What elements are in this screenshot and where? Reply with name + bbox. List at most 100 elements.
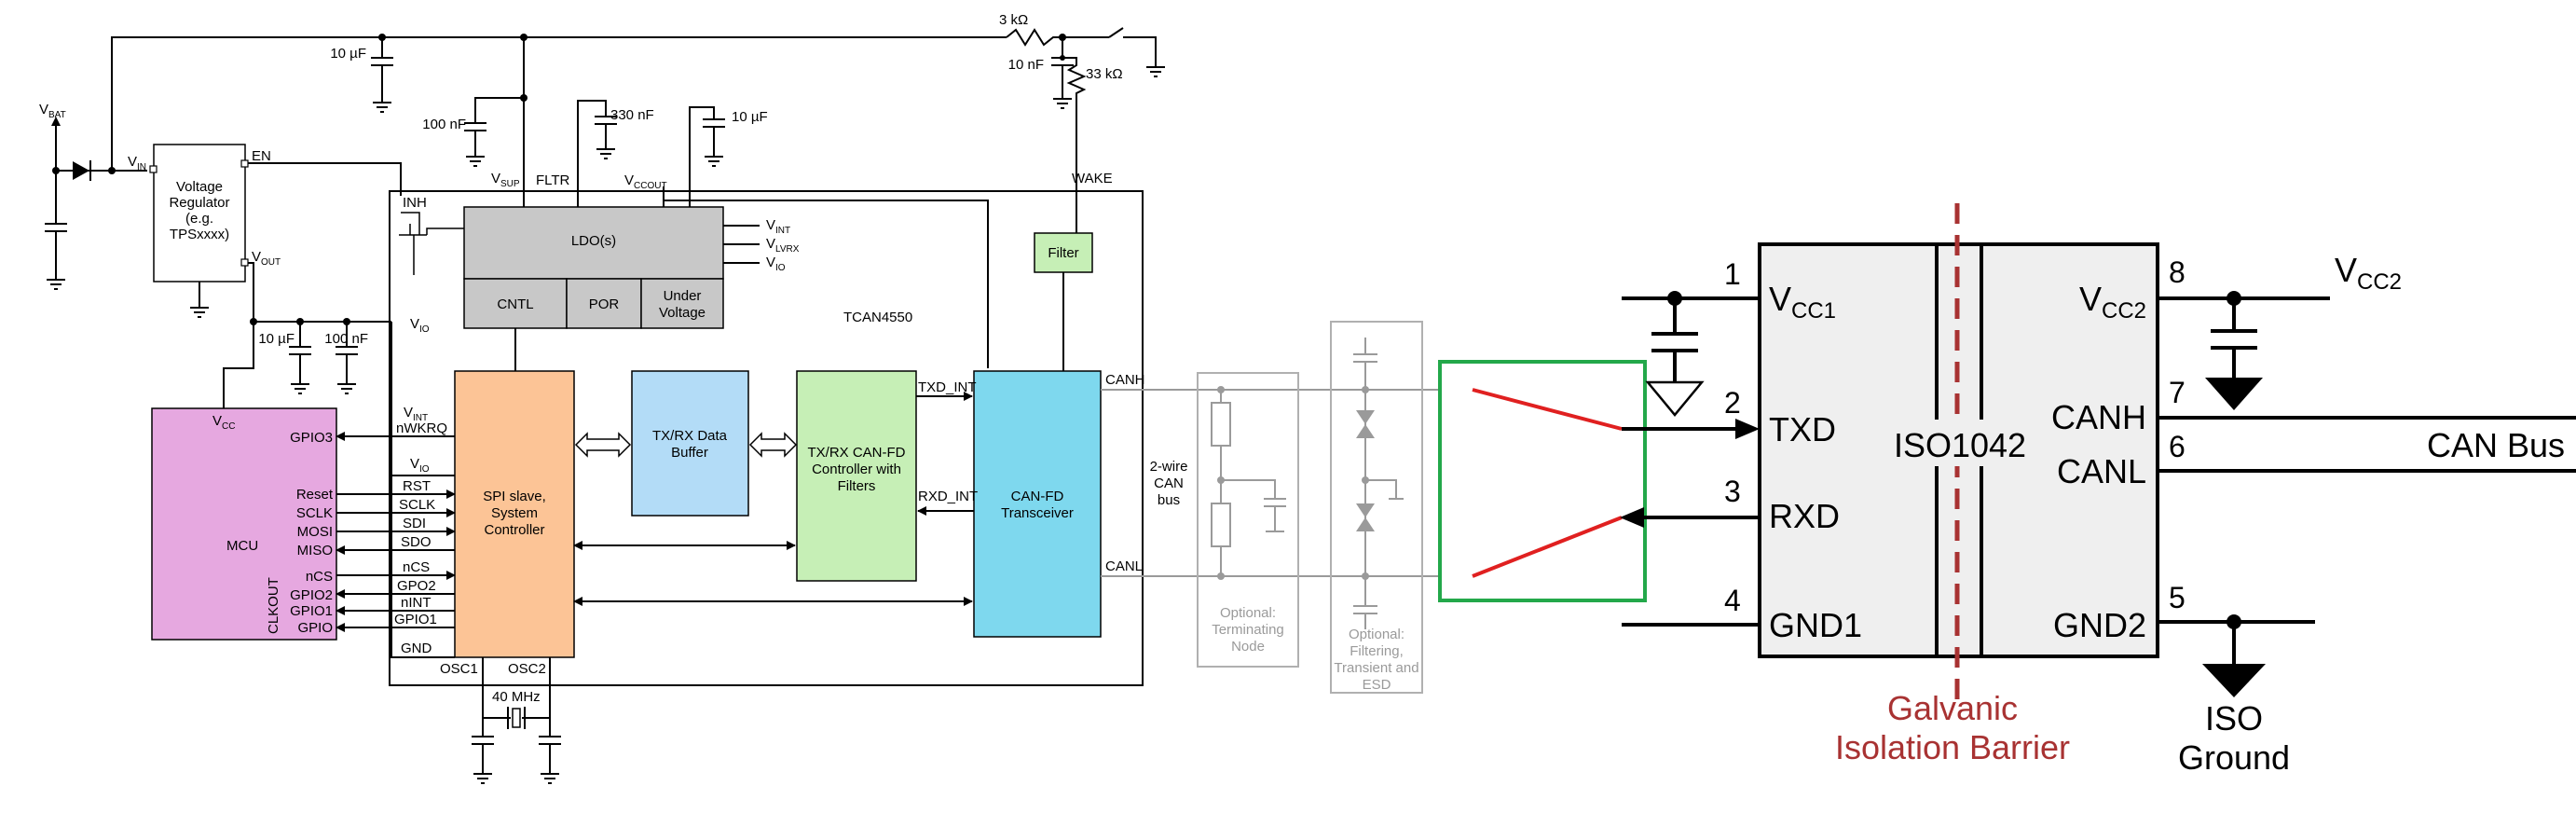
buffer-line-1: TX/RX Data: [652, 428, 728, 444]
pin6-number: 6: [2169, 430, 2185, 463]
osc-cap-2-icon: [539, 718, 561, 784]
vout-rail: [248, 262, 391, 323]
ldo-out-vlvrx: VLVRX: [766, 236, 800, 255]
filtering-node-network: [1353, 338, 1404, 629]
bus-line-1: 2-wire: [1150, 459, 1188, 475]
vccout-label: VCCOUT: [624, 172, 667, 191]
vcc2-ext-label: VCC2: [2335, 251, 2402, 295]
regulator-line-3: (e.g.: [185, 211, 213, 227]
barrier-line-2: Isolation Barrier: [1835, 728, 2070, 766]
spi-sclk-label: SCLK: [399, 497, 435, 513]
spi-sdo-label: SDO: [401, 534, 432, 550]
ldo-out-vint: VINT: [766, 217, 790, 236]
under-voltage-block: [640, 278, 724, 329]
iso1042-label: ISO1042: [1894, 426, 2026, 464]
en-pin: [240, 159, 249, 168]
vin-pin: [149, 165, 158, 173]
mcu-pin-ncs: nCS: [306, 569, 333, 585]
rxd-arrow-icon: [1620, 507, 1644, 528]
crystal-wires: [482, 657, 551, 719]
filter-wires: [1062, 191, 1077, 371]
osc1-label: OSC1: [440, 661, 478, 677]
controller-line-2: Controller with: [812, 462, 901, 477]
resistor-r2-icon: [1062, 57, 1087, 191]
rxd-int-label: RXD_INT: [918, 489, 978, 504]
mcu-pin-gpio3: GPIO3: [290, 430, 333, 446]
wake-switch-icon: [1108, 27, 1165, 77]
canh-label: CANH: [1105, 372, 1145, 388]
gnd2-label: GND2: [2053, 606, 2146, 644]
spi-line-2: System: [491, 505, 538, 521]
mcu-block: [151, 407, 337, 641]
ldo-output-wires: [723, 225, 760, 264]
regulator-ground-icon: [190, 282, 209, 318]
vout-label: VOUT: [252, 249, 281, 268]
osc2-label: OSC2: [508, 661, 546, 677]
vcc2-cap-icon: [2211, 298, 2257, 378]
canh-pin-label: CANH: [2051, 398, 2146, 436]
vbat-arrow: [51, 117, 61, 126]
terminating-node-box: [1197, 372, 1299, 668]
inh-label: INH: [403, 195, 427, 211]
cap-c5-label: 10 µF: [258, 331, 295, 347]
regulator-line-4: TPSxxxx): [170, 227, 229, 242]
wake-filter-block: [1034, 232, 1093, 273]
rxd-red-line: [1472, 516, 1623, 578]
cap-c1-icon: [371, 37, 393, 113]
vsup-label: VSUP: [491, 171, 520, 189]
pin2-number: 2: [1724, 386, 1741, 420]
crystal-label: 40 MHz: [492, 689, 541, 705]
inh-transistor-icon: [399, 212, 464, 275]
mcu-label: MCU: [226, 538, 258, 554]
ldo-out-vio: VIO: [766, 255, 786, 273]
bus-line-3: bus: [1158, 492, 1180, 508]
mcu-vcc-wire: [223, 322, 254, 408]
spi-nwkrq-label: nWKRQ: [396, 420, 447, 436]
vbat-node-2: [108, 167, 116, 174]
mcu-pin-sclk: SCLK: [296, 505, 333, 521]
cap-c5-icon: [289, 322, 311, 394]
iso-ground-icon: [2202, 664, 2266, 697]
vout-pin: [240, 258, 249, 267]
rxd-label: RXD: [1769, 497, 1840, 535]
highlight-box: [1438, 360, 1647, 602]
filtering-node-box: [1330, 321, 1423, 694]
mcu-pin-miso: MISO: [297, 543, 333, 558]
iso-ground-line-1: ISO: [2205, 699, 2263, 737]
wake-label: WAKE: [1072, 171, 1113, 186]
cap-c7-icon: [1051, 37, 1074, 109]
osc-cap-1-icon: [472, 718, 494, 784]
regulator-line-1: Voltage: [176, 179, 223, 195]
cap-c7-label: 10 nF: [1008, 57, 1044, 73]
term-node-line-3: Node: [1231, 639, 1265, 655]
por-label: POR: [589, 296, 620, 312]
txd-red-line: [1472, 388, 1623, 431]
cap-c3-icon: [577, 100, 617, 207]
spi-gpo2-label: GPO2: [397, 578, 436, 594]
spi-line-3: Controller: [484, 522, 544, 538]
crystal-icon: [512, 708, 521, 728]
canl-pin-label: CANL: [2057, 452, 2146, 490]
cap-c4-icon: [663, 106, 725, 207]
en-inh-wire: [248, 162, 402, 196]
regulator-line-2: Regulator: [169, 195, 229, 211]
filter-node-line-3: Transient and: [1334, 660, 1418, 676]
tvs-diodes-icon: [1356, 410, 1375, 531]
canfd-transceiver-block: [973, 370, 1102, 638]
uv-line-2: Voltage: [659, 305, 706, 321]
fltr-label: FLTR: [536, 172, 570, 188]
en-label: EN: [252, 148, 271, 164]
vcc2-label: VCC2: [2079, 280, 2146, 324]
bus-line-2: CAN: [1154, 476, 1184, 491]
vcc1-label: VCC1: [1769, 280, 1836, 324]
pin7-number: 7: [2169, 376, 2185, 409]
voltage-regulator: [153, 144, 246, 283]
spi-buffer-arrow-icon: [574, 432, 632, 458]
por-block: [566, 278, 642, 329]
vcc1-ground-icon: [1645, 380, 1705, 417]
buffer-line-2: Buffer: [671, 445, 708, 461]
txd-int-label: TXD_INT: [918, 379, 977, 395]
vccout-to-transceiver: [663, 200, 989, 368]
